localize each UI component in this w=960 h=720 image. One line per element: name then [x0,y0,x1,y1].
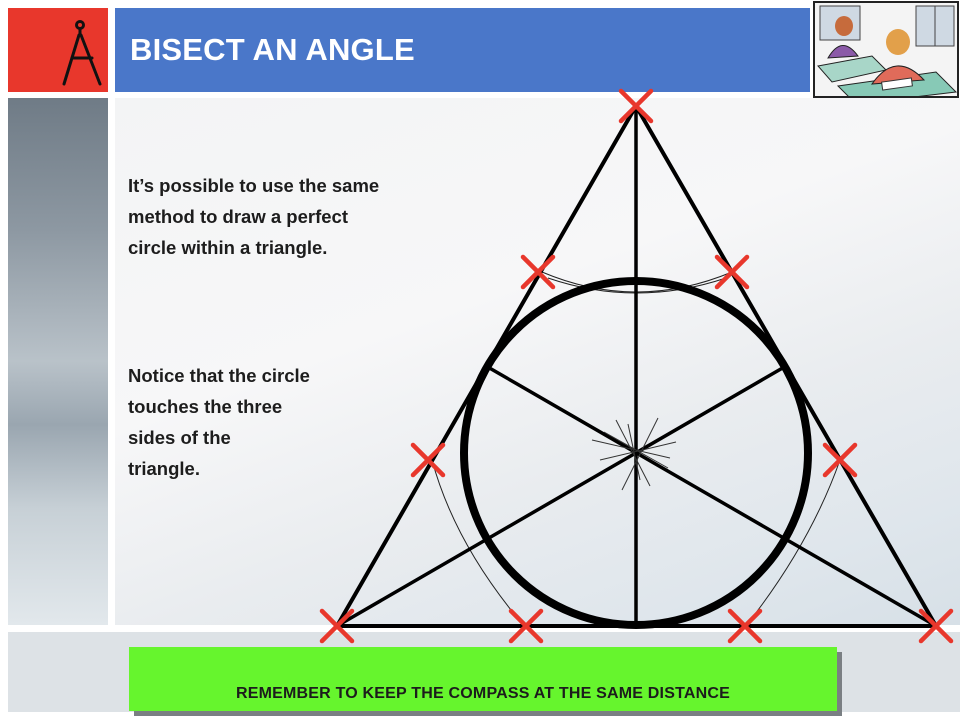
main-panel [115,98,960,625]
text-line: Notice that the circle [128,365,310,386]
compass-point-x-icon [822,442,858,478]
inscribed-circle [460,277,812,629]
compass-icon [62,20,102,86]
compass-point-x-icon [520,254,556,290]
compass-point-x-icon [319,608,355,644]
compass-point-x-icon [508,608,544,644]
text-line: It’s possible to use the same [128,175,380,196]
compass-point-x-icon [714,254,750,290]
construction-arc [744,459,841,628]
page-title: BISECT AN ANGLE [130,32,415,67]
compass-point-x-icon [727,608,763,644]
compass-point-x-icon [918,608,954,644]
reminder-banner: REMEMBER TO KEEP THE COMPASS AT THE SAME… [129,647,837,711]
compass-logo-box [8,8,108,92]
text-line: circle within a triangle. [128,237,328,258]
compass-point-x-icon [618,88,654,124]
marker-group [319,88,954,644]
bisectors [335,104,938,628]
text-line: sides of the [128,427,231,448]
bisector-line [335,364,788,628]
paragraph-notice: Notice that the circle touches the three… [128,360,310,484]
title-bar [115,8,810,92]
students-writing-clipart [812,0,960,105]
text-line: triangle. [128,458,200,479]
paragraph-intro: It’s possible to use the same method to … [128,170,379,263]
reminder-banner-text: REMEMBER TO KEEP THE COMPASS AT THE SAME… [236,685,730,702]
text-line: method to draw a perfect [128,206,348,227]
bisector-line [484,364,938,628]
side-decor-strip [8,98,108,625]
compass-point-x-icon [410,442,446,478]
centre-construction-marks [591,417,677,491]
text-line: touches the three [128,396,283,417]
construction-arc [431,459,526,628]
